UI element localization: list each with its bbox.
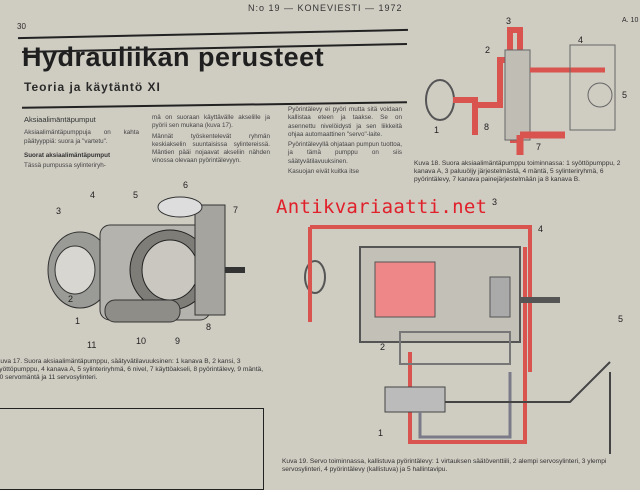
subheading: Suorat aksiaalimäntäpumput: [24, 151, 111, 159]
fig17-label: 2: [68, 294, 74, 304]
paragraph: Pyörintälevyllä ohjataan pumpun tuottoa,…: [288, 141, 402, 165]
fig17-label: 7: [233, 205, 239, 215]
figure-18-diagram: [425, 27, 616, 155]
next-page-marker: A. 10: [622, 17, 639, 24]
paragraph: Männät työskentelevät ryhmän keskiakseli…: [152, 132, 270, 165]
paragraph: Aksiaalimäntäpumppuja on kahta päätyyppi…: [24, 129, 139, 145]
paragraph: Tässä pumpussa sylinteriryh-: [24, 162, 106, 170]
watermark: Antikvariaatti.net: [276, 196, 488, 218]
fig19-label: 3: [492, 197, 498, 207]
column-2: mä on suoraan käyttävälle akselille ja p…: [152, 114, 270, 168]
fig18-label: 5: [622, 90, 628, 100]
figure-19-servo-diagram: [304, 225, 611, 454]
header-rule: [18, 28, 408, 40]
fig17-label: 3: [56, 206, 62, 216]
paragraph: Pyörintälevy ei pyöri mutta sitä voidaan…: [288, 106, 402, 138]
fig17-label: 11: [87, 340, 97, 350]
figure-17-caption: Kuva 17. Suora aksiaalimäntäpumppu, säät…: [0, 358, 264, 381]
paragraph: Kasuojan eivät kuitka itse: [288, 168, 360, 176]
fig17-label: 9: [175, 336, 181, 346]
fig18-label: 1: [434, 125, 440, 135]
column-3: Pyörintälevy ei pyöri mutta sitä voidaan…: [288, 106, 402, 178]
paragraph: mä on suoraan käyttävälle akselille ja p…: [152, 114, 270, 130]
figure-19-caption: Kuva 19. Servo toiminnassa, kallistuva p…: [282, 458, 607, 473]
fig17-label: 5: [133, 190, 139, 200]
fig18-label: 4: [578, 35, 584, 45]
figure-18-caption: Kuva 18. Suora aksiaalimäntäpumppu toimi…: [414, 160, 621, 183]
running-header: N:o 19 — KONEVIESTI — 1972: [248, 3, 403, 13]
fig19-label: 5: [618, 314, 624, 324]
article-title: Hydrauliikan perusteet: [22, 42, 325, 72]
fig17-label: 4: [90, 190, 96, 200]
figure-17-pump-illustration: [47, 196, 245, 323]
fig17-label: 1: [75, 316, 81, 326]
fig17-label: 6: [183, 180, 189, 190]
fig19-label: 4: [538, 224, 544, 234]
fig18-label: 2: [485, 45, 491, 55]
fig19-label: 2: [380, 342, 386, 352]
boxed-article-frame: [0, 408, 264, 490]
fig18-label: 3: [506, 16, 512, 26]
page-number: 30: [17, 22, 26, 31]
fig18-label: 7: [536, 142, 542, 152]
fig18-label: 8: [484, 122, 490, 132]
article-subtitle: Teoria ja käytäntö XI: [24, 80, 161, 94]
section-heading: Aksiaalimäntäpumput: [24, 115, 96, 124]
fig17-label: 8: [206, 322, 212, 332]
column-1: Aksiaalimäntäpumput Aksiaalimäntäpumppuj…: [24, 115, 139, 172]
fig17-label: 10: [136, 336, 147, 346]
fig19-label: 1: [378, 428, 384, 438]
